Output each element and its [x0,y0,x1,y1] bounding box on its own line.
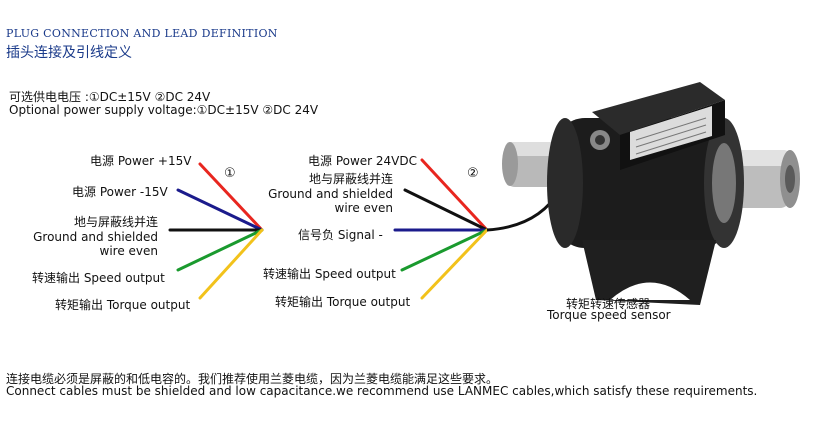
option1-ground-zh: 地与屏蔽线并连 [73,215,158,229]
option1-speed-label: 转速输出 Speed output [32,271,165,285]
header-title-en: PLUG CONNECTION AND LEAD DEFINITION [6,27,278,40]
sensor-label-zh: 转矩转速传感器 [566,297,651,311]
wire-red-2 [420,158,489,232]
option2-signal-label: 信号负 Signal - [298,228,383,242]
footer-en: Connect cables must be shielded and low … [6,384,758,398]
option2-ground-label: 地与屏蔽线并连 Ground and shielded wire even [265,170,393,215]
footer-zh: 连接电缆必须是屏蔽的和低电容的。我们推荐使用兰菱电缆，因为兰菱电缆能满足这些要求… [6,372,499,386]
supply-zh: 可选供电电压 :①DC±15V ②DC 24V [9,90,211,104]
option1-marker: ① [224,166,236,181]
supply-en: Optional power supply voltage:①DC±15V ②D… [9,103,319,117]
sensor-label-en: Torque speed sensor [547,308,671,322]
wire-yellow-2 [420,228,489,300]
option2-power-label: 电源 Power 24VDC [308,154,418,168]
option1-wires [168,162,264,300]
option2-speed-label: 转速输出 Speed output [263,267,396,281]
wire-green-2 [400,228,489,272]
wire-red-1 [198,162,264,232]
header-title-zh: 插头连接及引线定义 [6,45,132,61]
option1-torque-label: 转矩输出 Torque output [55,298,191,312]
option1-ground-en1: Ground and shielded [33,230,158,244]
option2-marker: ② [467,166,479,181]
wire-green-1 [176,228,264,272]
sensor-image [502,82,800,305]
option2-ground-zh: 地与屏蔽线并连 [308,172,393,186]
wire-blue-1 [176,188,264,232]
option1-power-pos-label: 电源 Power +15V [90,154,192,168]
option1-power-neg-label: 电源 Power -15V [72,185,168,199]
option2-torque-label: 转矩输出 Torque output [275,295,411,309]
option1-ground-en2: wire even [99,244,159,258]
option2-wires [393,158,489,300]
wire-yellow-1 [198,228,264,300]
option2-ground-en2: wire even [334,201,394,215]
option2-ground-en1: Ground and shielded [268,187,393,201]
option1-ground-label: 地与屏蔽线并连 Ground and shielded wire even [30,213,158,258]
wire-black-2 [403,188,489,232]
